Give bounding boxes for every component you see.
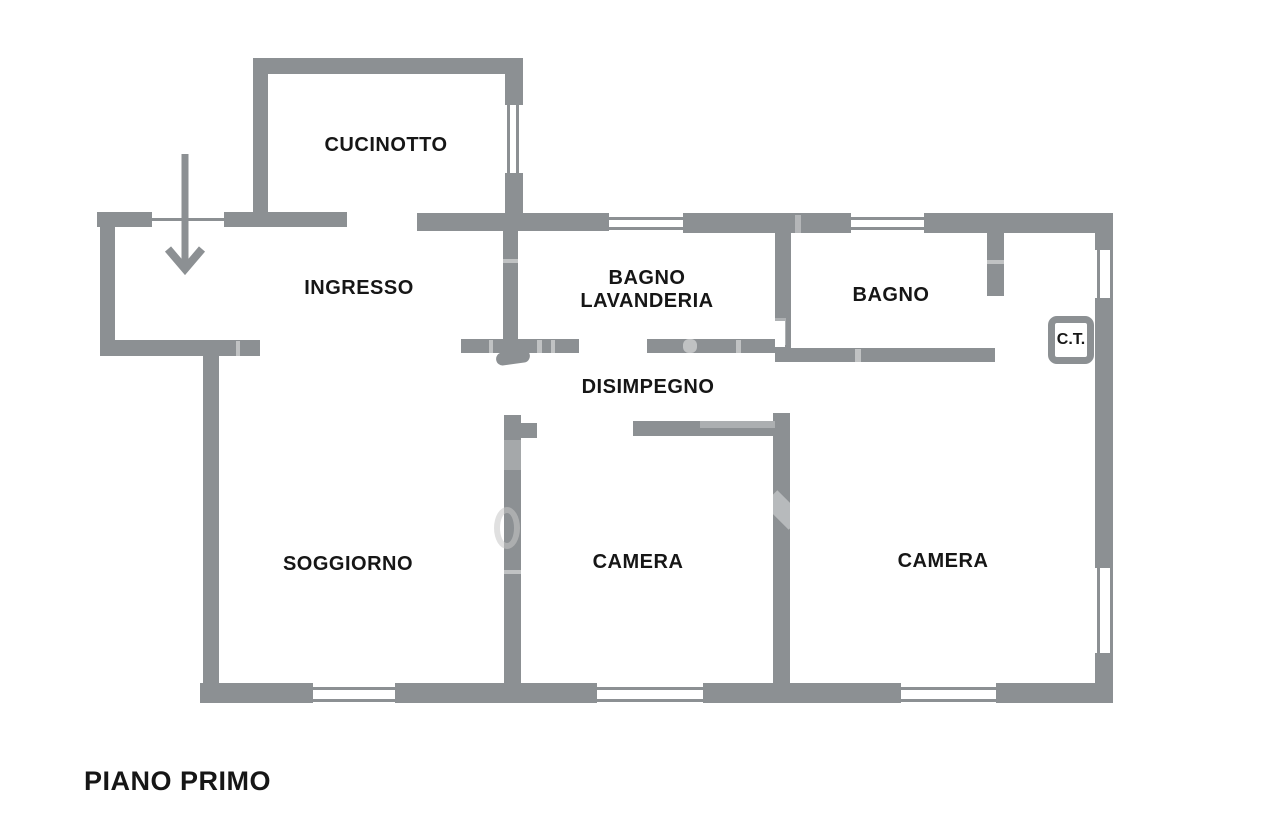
room-label-bagno: BAGNO	[852, 284, 930, 306]
room-label-ingresso: INGRESSO	[304, 277, 414, 299]
floor-title: PIANO PRIMO	[84, 766, 272, 796]
wall-segment	[200, 683, 313, 703]
window-symbol	[901, 687, 996, 690]
window-symbol	[313, 687, 395, 690]
door-opening-line	[785, 321, 791, 347]
watermark-ring	[494, 507, 520, 549]
window-symbol	[609, 217, 683, 220]
wall-segment	[253, 58, 523, 74]
boiler-closet-box: C.T.	[1048, 316, 1094, 364]
watermark-mark	[795, 215, 801, 233]
room-label-cucinotto: CUCINOTTO	[324, 134, 448, 156]
wall-segment	[773, 413, 790, 703]
watermark-mark	[503, 259, 518, 263]
window-symbol	[597, 699, 703, 702]
wall-segment	[253, 58, 268, 214]
wall-segment	[987, 229, 1004, 296]
wall-segment	[503, 213, 518, 352]
watermark-mark	[504, 440, 521, 470]
wall-segment	[461, 339, 579, 353]
watermark-mark	[855, 349, 861, 362]
window-symbol	[609, 227, 683, 230]
wall-segment	[633, 421, 775, 436]
wall-segment	[203, 348, 219, 703]
wall-segment	[703, 683, 901, 703]
wall-segment	[647, 339, 775, 353]
room-label-bagno-lavanderia: BAGNO LAVANDERIA	[580, 267, 713, 313]
room-label-disimpegno: DISIMPEGNO	[581, 376, 715, 398]
window-symbol	[507, 105, 510, 173]
wall-segment	[1095, 213, 1113, 250]
watermark-mark	[504, 570, 521, 574]
room-label-soggiorno: SOGGIORNO	[282, 553, 414, 575]
wall-segment	[1095, 653, 1113, 703]
wall-segment	[505, 173, 523, 214]
watermark-mark	[683, 339, 697, 353]
wall-segment	[505, 58, 523, 105]
wall-segment	[1095, 298, 1113, 568]
window-symbol	[851, 227, 924, 230]
entrance-arrow-icon	[164, 154, 206, 276]
wall-segment	[924, 213, 1113, 233]
wall-segment	[100, 340, 260, 356]
wall-segment	[100, 212, 115, 356]
room-label-bagno-lavanderia-line1: BAGNO	[608, 267, 686, 289]
wall-segment	[504, 415, 521, 703]
door-jamb	[521, 423, 537, 438]
watermark-mark	[775, 318, 786, 345]
room-label-camera-right: CAMERA	[897, 550, 989, 572]
window-symbol	[1097, 568, 1100, 653]
window-symbol	[1097, 250, 1100, 298]
room-label-camera-left: CAMERA	[592, 551, 684, 573]
window-symbol	[313, 699, 395, 702]
window-symbol	[901, 699, 996, 702]
watermark-mark	[700, 421, 775, 428]
watermark-mark	[763, 490, 803, 530]
watermark-mark	[551, 340, 555, 353]
watermark-mark	[736, 340, 741, 353]
watermark-mark	[537, 340, 542, 353]
watermark-mark	[987, 260, 1004, 264]
window-symbol	[851, 217, 924, 220]
window-symbol	[516, 105, 519, 173]
wall-segment	[775, 348, 995, 362]
wall-segment	[775, 227, 791, 321]
wall-segment	[224, 212, 347, 227]
window-symbol	[597, 687, 703, 690]
wall-segment	[683, 213, 851, 233]
wall-segment	[996, 683, 1113, 703]
watermark-mark	[236, 341, 240, 356]
wall-segment	[395, 683, 597, 703]
room-label-ct: C.T.	[1056, 331, 1086, 348]
room-label-bagno-lavanderia-line2: LAVANDERIA	[580, 290, 714, 312]
window-symbol	[1110, 568, 1113, 653]
window-symbol	[1110, 250, 1113, 298]
watermark-mark	[489, 340, 493, 353]
